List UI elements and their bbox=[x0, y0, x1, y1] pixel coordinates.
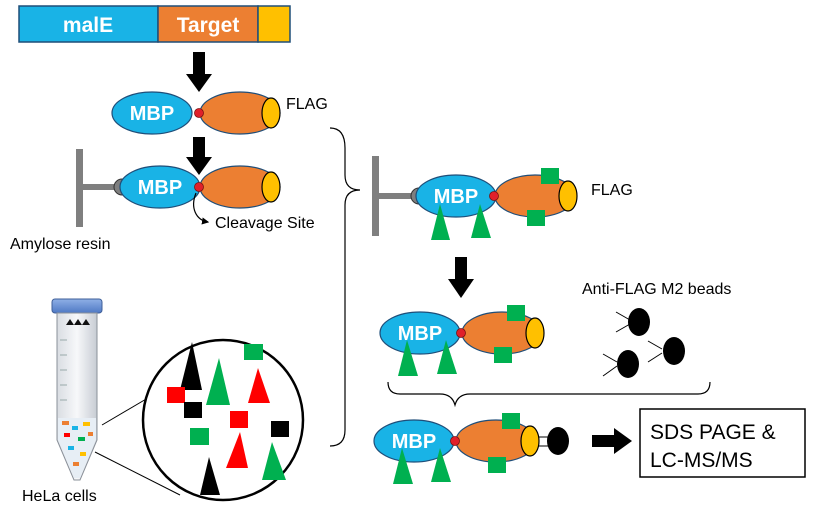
linker-site bbox=[194, 108, 204, 118]
flag-segment bbox=[257, 5, 291, 43]
anti-flag-beads-label: Anti-FLAG M2 beads bbox=[582, 281, 731, 298]
resin-bound-complex: MBP FLAG bbox=[372, 156, 633, 240]
flag-tag bbox=[261, 171, 281, 203]
anti-flag-bead bbox=[547, 427, 569, 455]
down-arrow-icon bbox=[186, 52, 212, 92]
anti-flag-bead-icon bbox=[647, 337, 685, 365]
linker-site bbox=[489, 191, 499, 201]
amylose-resin-post bbox=[76, 149, 83, 227]
result-line-1: SDS PAGE & bbox=[650, 421, 776, 444]
anti-flag-bead-icon bbox=[602, 350, 639, 378]
flag-label-2: FLAG bbox=[591, 182, 633, 199]
zoom-line-bottom bbox=[94, 451, 181, 496]
hela-cells-label: HeLa cells bbox=[22, 488, 97, 505]
cleavage-site-label: Cleavage Site bbox=[215, 215, 315, 232]
combine-brace bbox=[387, 381, 711, 408]
mbp-label: MBP bbox=[398, 323, 442, 345]
mbp-label: MBP bbox=[138, 177, 182, 199]
mbp-label: MBP bbox=[434, 186, 478, 208]
linker-site bbox=[456, 328, 466, 338]
down-arrow-icon bbox=[448, 257, 474, 298]
amylose-resin-label: Amylose resin bbox=[10, 236, 110, 253]
target-label: Target bbox=[177, 14, 240, 37]
flag-label-1: FLAG bbox=[286, 96, 328, 113]
fusion-protein-free: MBP FLAG bbox=[111, 91, 328, 135]
falcon-tube-icon bbox=[51, 298, 103, 481]
male-segment bbox=[18, 5, 159, 43]
amylose-resin-arm bbox=[83, 184, 116, 190]
flag-tag bbox=[558, 180, 578, 212]
anti-flag-bead-icon bbox=[615, 308, 650, 336]
male-label: malE bbox=[63, 14, 113, 37]
result-box: SDS PAGE & LC-MS/MS bbox=[639, 408, 806, 478]
cleavage-pointer bbox=[193, 192, 210, 225]
cell-lysate-circle bbox=[141, 338, 305, 502]
flag-tag bbox=[525, 317, 545, 349]
mbp-label: MBP bbox=[130, 103, 174, 125]
mbp-domain bbox=[111, 91, 193, 135]
amylose-resin-post bbox=[372, 156, 379, 236]
merge-brace bbox=[329, 127, 361, 447]
result-line-2: LC-MS/MS bbox=[650, 449, 753, 472]
construct-bar: malE Target bbox=[18, 5, 291, 43]
resin-bound-fusion: MBP Cleavage Site Amylose resin bbox=[10, 149, 315, 253]
linker-site bbox=[194, 182, 204, 192]
down-arrow-icon bbox=[186, 137, 212, 175]
right-arrow-icon bbox=[592, 428, 632, 454]
eluted-complex: MBP bbox=[379, 305, 545, 376]
target-segment bbox=[157, 5, 259, 43]
flag-tag bbox=[261, 97, 281, 129]
mbp-label: MBP bbox=[392, 431, 436, 453]
flag-tag bbox=[520, 425, 540, 457]
linker-site bbox=[450, 436, 460, 446]
amylose-resin-arm bbox=[379, 193, 412, 199]
final-complex: MBP bbox=[373, 413, 569, 484]
